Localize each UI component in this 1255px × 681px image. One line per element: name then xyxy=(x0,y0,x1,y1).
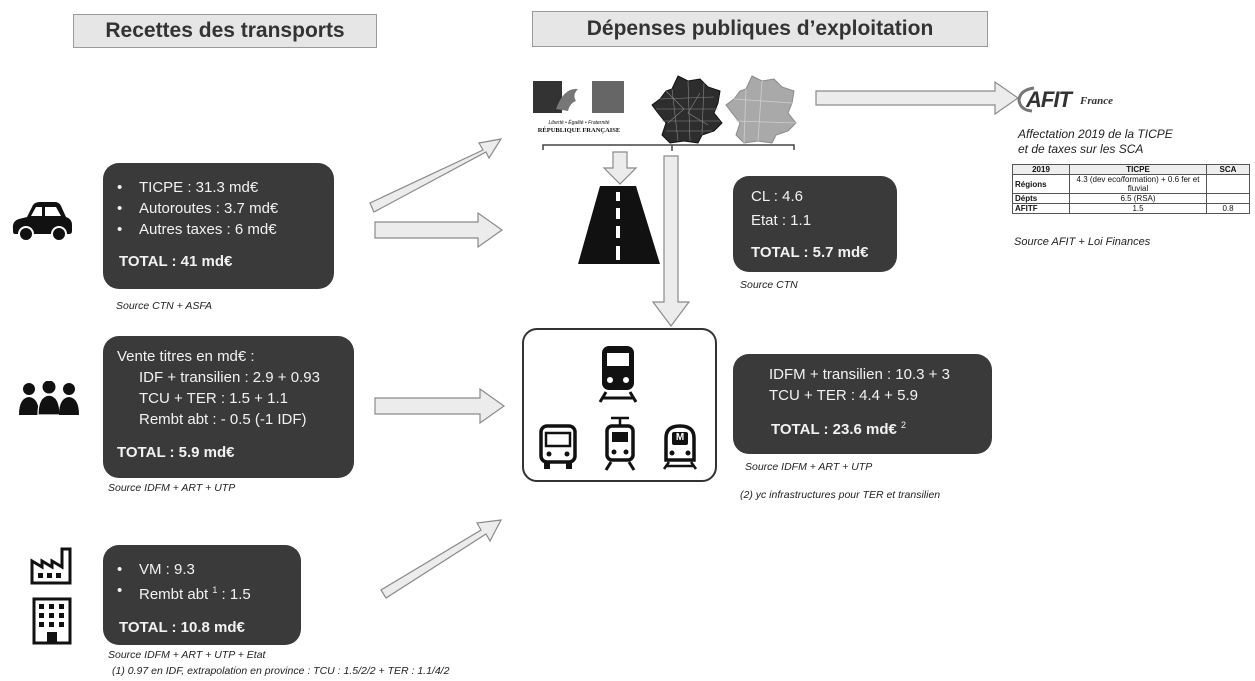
rf-motto: Liberté • Égalité • Fraternité xyxy=(548,120,610,126)
footnote-2: (2) yc infrastructures pour TER et trans… xyxy=(740,489,941,501)
transit-total-value: TOTAL : 23.6 md€ xyxy=(771,421,897,438)
car-icon xyxy=(12,202,72,242)
road-total: TOTAL : 5.7 md€ xyxy=(751,244,869,261)
road-spending-box: CL : 4.6 Etat : 1.1 TOTAL : 5.7 md€ xyxy=(733,176,897,272)
table-cell xyxy=(1206,193,1250,204)
ticket-revenue-box: Vente titres en md€ : IDF + transilien :… xyxy=(103,336,354,478)
table-cell: Dépts xyxy=(1012,193,1070,204)
table-row: Régions 4.3 (dev eco/formation) + 0.6 fe… xyxy=(1012,174,1250,194)
afit-logo-main: AFIT xyxy=(1026,87,1072,112)
arrow-state-to-afit xyxy=(815,80,1020,116)
footnote-1: (1) 0.97 en IDF, extrapolation en provin… xyxy=(112,665,450,677)
transit-line-idfm: IDFM + transilien : 10.3 + 3 xyxy=(769,366,950,383)
road-icon xyxy=(578,186,660,264)
road-source: Source CTN xyxy=(740,279,798,291)
republique-francaise-logo: Liberté • Égalité • Fraternité RÉPUBLIQU… xyxy=(530,79,628,137)
arrow-down-to-transit xyxy=(651,155,691,327)
afit-source: Source AFIT + Loi Finances xyxy=(1014,236,1151,248)
transit-line-tcu: TCU + TER : 4.4 + 5.9 xyxy=(769,387,918,404)
car-total: TOTAL : 41 md€ xyxy=(119,253,233,270)
header-recettes: Recettes des transports xyxy=(73,14,377,48)
tram-icon xyxy=(604,416,636,471)
afit-table-title: Affectation 2019 de la TICPE et de taxes… xyxy=(1018,127,1173,157)
transit-spending-box: IDFM + transilien : 10.3 + 3 TCU + TER :… xyxy=(733,354,992,454)
road-line-etat: Etat : 1.1 xyxy=(751,212,812,229)
rf-name: RÉPUBLIQUE FRANÇAISE xyxy=(537,127,621,134)
table-header-ticpe: TICPE xyxy=(1069,164,1207,175)
car-item-autres-taxes: Autres taxes : 6 md€ xyxy=(113,219,322,240)
arrow-car-to-road xyxy=(374,211,504,249)
table-cell: AFITF xyxy=(1012,203,1070,214)
ticket-total: TOTAL : 5.9 md€ xyxy=(117,444,235,461)
afit-france-logo: AFIT France xyxy=(1016,84,1136,114)
transit-source: Source IDFM + ART + UTP xyxy=(745,461,873,473)
car-item-autoroutes: Autoroutes : 3.7 md€ xyxy=(113,198,322,219)
arrow-car-to-state xyxy=(369,138,503,213)
bus-icon xyxy=(539,424,577,469)
ticket-line-rembt: Rembt abt : - 0.5 (-1 IDF) xyxy=(139,411,307,428)
metro-icon: M xyxy=(662,424,698,470)
road-line-cl: CL : 4.6 xyxy=(751,188,803,205)
table-header-year: 2019 xyxy=(1012,164,1070,175)
car-source: Source CTN + ASFA xyxy=(116,300,212,312)
table-cell xyxy=(1206,174,1250,194)
factory-icon xyxy=(30,547,72,585)
afit-table-title-line2: et de taxes sur les SCA xyxy=(1018,142,1144,156)
footnote-ref-1: 1 xyxy=(212,585,218,595)
table-cell: 4.3 (dev eco/formation) + 0.6 fer et flu… xyxy=(1069,174,1207,194)
arrow-business-to-transit xyxy=(380,519,503,599)
transit-total: TOTAL : 23.6 md€ 2 xyxy=(737,420,980,438)
france-regions-map-icon xyxy=(725,75,797,144)
arrow-people-to-transit xyxy=(374,387,506,425)
footnote-ref-2: 2 xyxy=(901,420,907,430)
ticket-title: Vente titres en md€ : xyxy=(117,348,255,365)
ticket-source: Source IDFM + ART + UTP xyxy=(108,482,236,494)
arrow-state-down-to-road xyxy=(602,151,638,185)
afit-allocation-table: 2019 TICPE SCA Régions 4.3 (dev eco/form… xyxy=(1012,164,1250,214)
france-map-icon xyxy=(651,75,723,144)
afit-logo-sub: France xyxy=(1080,95,1113,107)
ticket-line-tcu: TCU + TER : 1.5 + 1.1 xyxy=(139,390,288,407)
header-depenses: Dépenses publiques d’exploitation xyxy=(532,11,988,47)
business-item-vm: VM : 9.3 xyxy=(113,559,289,580)
ticket-line-idf: IDF + transilien : 2.9 + 0.93 xyxy=(139,369,320,386)
business-revenue-box: VM : 9.3 Rembt abt 1 : 1.5 TOTAL : 10.8 … xyxy=(103,545,301,645)
table-cell: 0.8 xyxy=(1206,203,1250,214)
table-row: AFITF 1.5 0.8 xyxy=(1012,203,1250,214)
people-icon xyxy=(19,381,79,416)
table-row: Dépts 6.5 (RSA) xyxy=(1012,193,1250,204)
business-total: TOTAL : 10.8 md€ xyxy=(119,619,245,636)
table-cell: Régions xyxy=(1012,174,1070,194)
business-source: Source IDFM + ART + UTP + Etat xyxy=(108,649,266,661)
table-header-sca: SCA xyxy=(1206,164,1250,175)
train-icon xyxy=(598,346,638,403)
table-cell: 6.5 (RSA) xyxy=(1069,193,1207,204)
car-item-ticpe: TICPE : 31.3 md€ xyxy=(113,177,322,198)
table-cell: 1.5 xyxy=(1069,203,1207,214)
car-revenue-box: TICPE : 31.3 md€ Autoroutes : 3.7 md€ Au… xyxy=(103,163,334,289)
afit-table-title-line1: Affectation 2019 de la TICPE xyxy=(1018,127,1173,141)
bracket-line xyxy=(542,144,795,150)
rembt-value: : 1.5 xyxy=(217,586,251,603)
office-building-icon xyxy=(32,597,72,645)
rembt-label: Rembt abt xyxy=(139,586,213,603)
table-header-row: 2019 TICPE SCA xyxy=(1012,164,1250,175)
metro-letter: M xyxy=(675,432,685,443)
business-item-rembt: Rembt abt 1 : 1.5 xyxy=(113,580,289,605)
